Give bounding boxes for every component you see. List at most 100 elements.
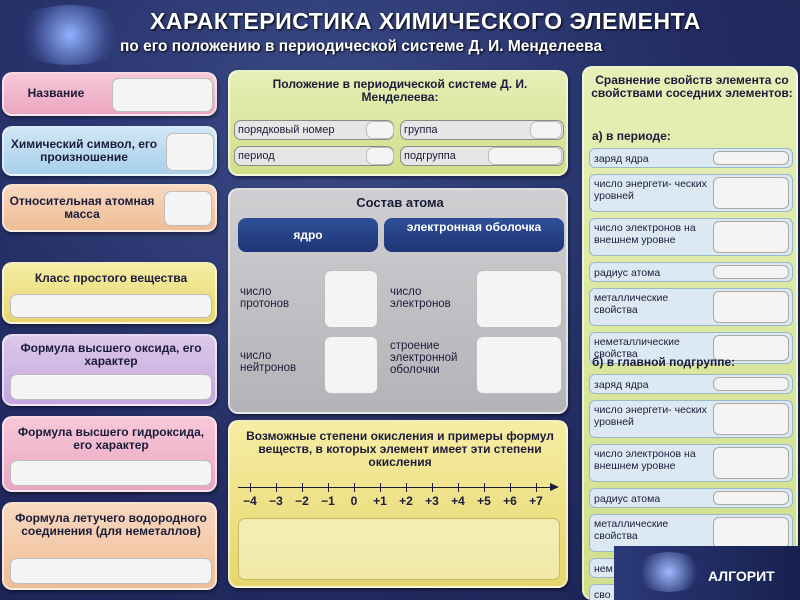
glow-decoration	[10, 5, 130, 65]
comparison-row-label: металлические свойства	[594, 292, 669, 316]
position-card: Положение в периодической системе Д. И. …	[228, 70, 568, 176]
protons-field[interactable]	[324, 270, 378, 328]
oxidation-tick-mark	[536, 483, 537, 492]
name-card: Название	[2, 72, 217, 116]
comparison-title: Сравнение свойств элемента со свойствами…	[591, 73, 793, 100]
comparison-row: число энергети- ческих уровней	[589, 174, 793, 212]
electrons-label: число электронов	[390, 286, 451, 310]
page-title: ХАРАКТЕРИСТИКА ХИМИЧЕСКОГО ЭЛЕМЕНТА	[150, 8, 701, 34]
oxidation-tick-label: +1	[373, 494, 387, 508]
oxidation-tick-label: −3	[269, 494, 283, 508]
comparison-row-field[interactable]	[713, 265, 789, 279]
oxidation-tick-label: +4	[451, 494, 465, 508]
oxidation-examples-field[interactable]	[238, 518, 560, 580]
protons-label: число протонов	[240, 286, 290, 310]
neutrons-label: число нейтронов	[240, 350, 297, 374]
atomic-mass-field[interactable]	[164, 191, 212, 226]
comparison-row-label: число электронов на внешнем уровне	[594, 222, 696, 246]
electrons-field[interactable]	[476, 270, 562, 328]
oxide-label: Формула высшего оксида, его характер	[20, 341, 202, 368]
comparison-row-field[interactable]	[713, 177, 789, 209]
comparison-row-label: сво	[594, 589, 611, 600]
atomic-number-field[interactable]	[366, 121, 394, 139]
group-label: группа	[404, 124, 438, 136]
atomic-mass-card: Относительная атомная масса	[2, 184, 217, 232]
hydroxide-label: Формула высшего гидроксида, его характер	[17, 425, 205, 452]
oxidation-tick-mark	[510, 483, 511, 492]
oxide-card: Формула высшего оксида, его характер	[2, 334, 217, 406]
nucleus-tab-label: ядро	[293, 228, 323, 242]
comparison-row: заряд ядра	[589, 148, 793, 168]
comparison-row-label: число электронов на внешнем уровне	[594, 448, 696, 472]
substance-class-field[interactable]	[10, 294, 212, 318]
comparison-card: Сравнение свойств элемента со свойствами…	[582, 66, 798, 600]
comparison-row-field[interactable]	[713, 221, 789, 253]
shell-structure-field[interactable]	[476, 336, 562, 394]
oxidation-tick-label: 0	[350, 494, 358, 508]
comparison-row: число энергети- ческих уровней	[589, 400, 793, 438]
group-field[interactable]	[530, 121, 562, 139]
comparison-row-field[interactable]	[713, 517, 789, 549]
subgroup-heading: б) в главной подгруппе:	[592, 355, 736, 369]
comparison-row-label: число энергети- ческих уровней	[594, 404, 707, 428]
comparison-row-label: радиус атома	[594, 267, 661, 279]
hydroxide-field[interactable]	[10, 460, 212, 486]
symbol-card: Химический символ, его произношение	[2, 126, 217, 176]
oxidation-card: Возможные степени окисления и примеры фо…	[228, 420, 568, 588]
comparison-row-field[interactable]	[713, 403, 789, 435]
oxide-field[interactable]	[10, 374, 212, 400]
shell-structure-label: строение электронной оболочки	[390, 340, 458, 376]
atom-title: Состав атома	[356, 195, 444, 210]
nucleus-tab: ядро	[238, 218, 378, 252]
neutrons-field[interactable]	[324, 336, 378, 394]
comparison-row-label: заряд ядра	[594, 153, 649, 165]
comparison-row-field[interactable]	[713, 291, 789, 323]
hydride-field[interactable]	[10, 558, 212, 584]
glow-decoration	[634, 552, 704, 592]
oxidation-tick-mark	[380, 483, 381, 492]
shell-tab-label: электронная оболочка	[406, 220, 542, 234]
period-field[interactable]	[366, 147, 394, 165]
group-pill	[400, 120, 564, 140]
oxidation-tick-mark	[406, 483, 407, 492]
substance-class-card: Класс простого вещества	[2, 262, 217, 324]
comparison-row-label: нем	[594, 563, 613, 575]
oxidation-tick-mark	[276, 483, 277, 492]
hydroxide-card: Формула высшего гидроксида, его характер	[2, 416, 217, 492]
atomic-number-label: порядковый номер	[238, 124, 335, 136]
oxidation-tick-mark	[432, 483, 433, 492]
comparison-row-label: число энергети- ческих уровней	[594, 178, 707, 202]
hydride-card: Формула летучего водородного соединения …	[2, 502, 217, 590]
oxidation-tick-label: −4	[243, 494, 257, 508]
position-title: Положение в периодической системе Д. И. …	[272, 77, 528, 104]
comparison-row: неметаллические свойства	[589, 332, 793, 364]
name-label: Название	[27, 86, 85, 100]
comparison-row-field[interactable]	[713, 151, 789, 165]
comparison-row: число электронов на внешнем уровне	[589, 218, 793, 256]
shell-tab: электронная оболочка	[384, 218, 564, 252]
oxidation-tick-label: +5	[477, 494, 491, 508]
period-label: период	[238, 150, 275, 162]
atom-card: Состав атома ядро электронная оболочка ч…	[228, 188, 568, 414]
comparison-row-field[interactable]	[713, 377, 789, 391]
comparison-row: металлические свойства	[589, 514, 793, 552]
subgroup-field[interactable]	[488, 147, 562, 165]
comparison-row-field[interactable]	[713, 447, 789, 479]
comparison-row-label: радиус атома	[594, 493, 661, 505]
comparison-row-field[interactable]	[713, 335, 789, 361]
oxidation-tick-label: +7	[529, 494, 543, 508]
comparison-row-label: заряд ядра	[594, 379, 649, 391]
symbol-field[interactable]	[166, 133, 214, 171]
name-field[interactable]	[112, 78, 213, 112]
page-subtitle: по его положению в периодической системе…	[120, 38, 603, 55]
oxidation-tick-mark	[302, 483, 303, 492]
oxidation-tick-mark	[328, 483, 329, 492]
hydride-label: Формула летучего водородного соединения …	[15, 511, 207, 538]
oxidation-axis	[238, 487, 552, 488]
oxidation-tick-label: +6	[503, 494, 517, 508]
period-heading: а) в периоде:	[592, 129, 671, 143]
subgroup-label: подгруппа	[404, 150, 456, 162]
comparison-row-field[interactable]	[713, 491, 789, 505]
atomic-mass-label: Относительная атомная масса	[9, 194, 155, 221]
comparison-row: число электронов на внешнем уровне	[589, 444, 793, 482]
